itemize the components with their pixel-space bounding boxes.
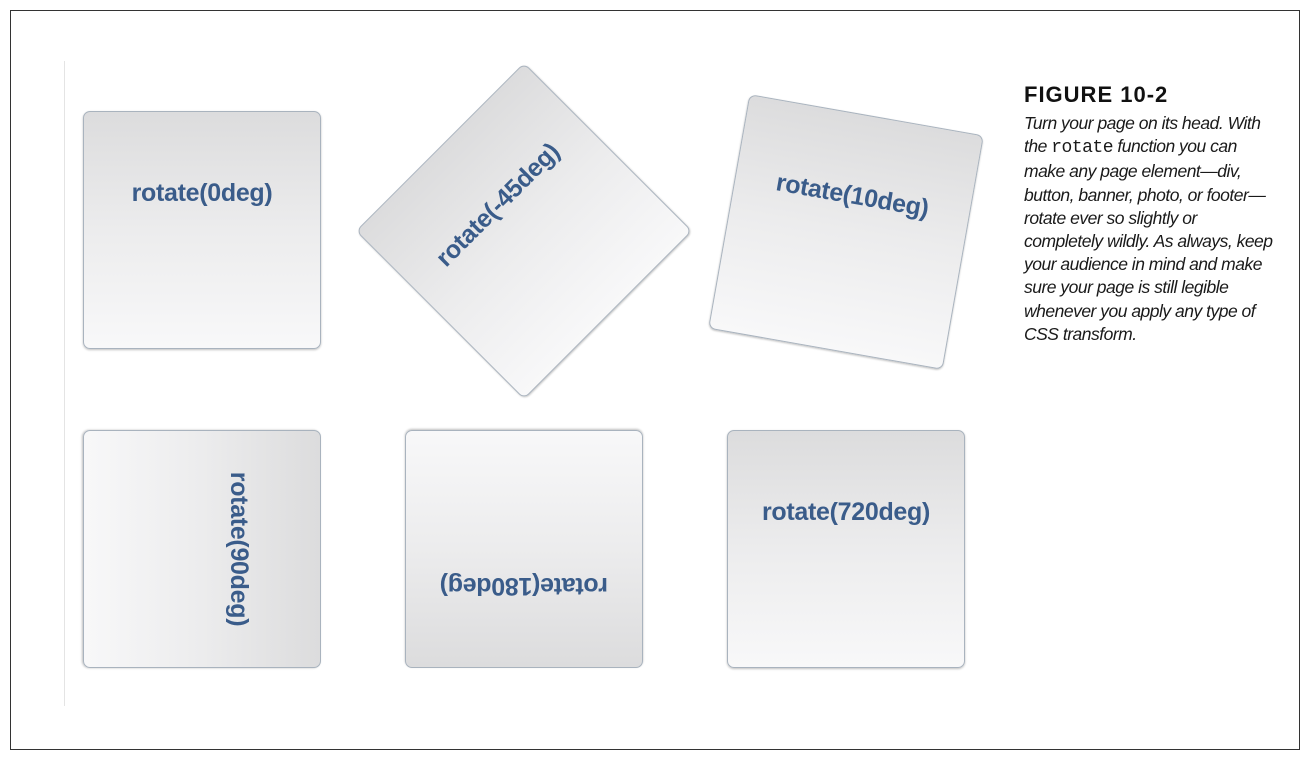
rotate-0-box: rotate(0deg) <box>83 111 321 349</box>
stage-divider <box>64 61 65 706</box>
box-label: rotate(0deg) <box>131 179 273 207</box>
box-label: rotate(90deg) <box>225 471 253 627</box>
rotate-10-box: rotate(10deg) <box>708 94 984 370</box>
caption-text-end: function you can make any page element—d… <box>1024 136 1273 344</box>
box-label: rotate(180deg) <box>439 572 609 600</box>
rotate-90-box: rotate(90deg) <box>83 430 321 668</box>
figure-caption-text: Turn your page on its head. With the rot… <box>1024 112 1274 346</box>
rotate-720-box: rotate(720deg) <box>727 430 965 668</box>
figure-title: FIGURE 10-2 <box>1024 82 1169 107</box>
rotate-180-box: rotate(180deg) <box>405 430 643 668</box>
caption-text-start: Turn your page on its head. With the <box>1024 113 1261 157</box>
box-label: rotate(10deg) <box>773 168 931 223</box>
caption-code: rotate <box>1051 138 1114 159</box>
figure-caption: FIGURE 10-2 Turn your page on its head. … <box>1024 82 1274 346</box>
box-label: rotate(720deg) <box>761 498 931 526</box>
